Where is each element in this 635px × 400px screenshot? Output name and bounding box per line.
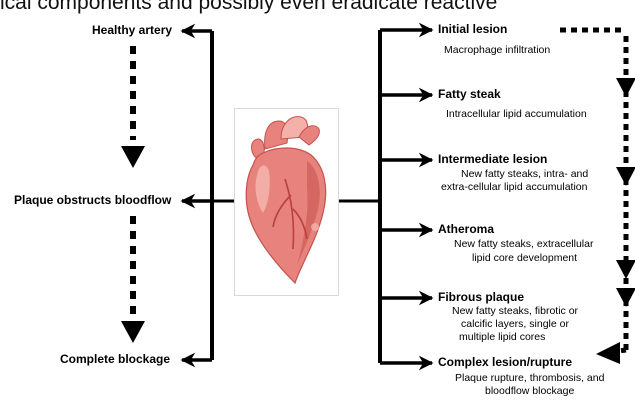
label-plaque-obstructs: Plaque obstructs bloodflow bbox=[14, 193, 172, 207]
stage-5-desc-line-1: New fatty steaks, fibrotic or bbox=[452, 305, 579, 317]
dashed-arrowhead-r2 bbox=[616, 167, 635, 186]
left-dashed-arrows bbox=[121, 46, 145, 343]
stage-3-desc-line-2: extra-cellular lipid accumulation bbox=[441, 181, 588, 193]
stage-5-desc-line-3: multiple lipid cores bbox=[459, 331, 546, 343]
dashed-arrowhead-r3 bbox=[616, 260, 635, 279]
dashed-arrowhead-r1 bbox=[616, 78, 635, 97]
dashed-arrowhead-r4 bbox=[616, 288, 635, 307]
stage-4-title: Atheroma bbox=[438, 222, 495, 236]
label-complete-blockage: Complete blockage bbox=[60, 352, 171, 366]
dashed-arrowhead-1 bbox=[121, 146, 145, 168]
stage-6-title: Complex lesion/rupture bbox=[438, 355, 573, 369]
stage-6-desc-line-1: Plaque rupture, thrombosis, and bbox=[455, 372, 605, 384]
right-dashed-arrows bbox=[560, 27, 635, 364]
stage-5-title: Fibrous plaque bbox=[438, 290, 525, 304]
stage-3-title: Intermediate lesion bbox=[438, 152, 548, 166]
left-bracket bbox=[180, 23, 214, 368]
stage-1-desc-line-1: Macrophage infiltration bbox=[444, 44, 551, 56]
heart-icon bbox=[245, 116, 327, 285]
stage-3-desc-line-1: New fatty steaks, intra- and bbox=[461, 168, 589, 180]
stage-5-desc-line-2: calcific layers, single or bbox=[461, 318, 569, 330]
stage-2-title: Fatty steak bbox=[438, 87, 501, 101]
label-healthy-artery: Healthy artery bbox=[92, 23, 173, 37]
stage-1-title: Initial lesion bbox=[438, 22, 508, 36]
heart-illustration-frame bbox=[234, 108, 339, 296]
stage-4-desc-line-1: New fatty steaks, extracellular bbox=[454, 238, 594, 250]
header-text-fragment: ical components and possibly even eradic… bbox=[0, 0, 498, 14]
right-bracket bbox=[378, 22, 434, 371]
stage-4-desc-line-2: lipid core development bbox=[472, 252, 578, 264]
stage-6-desc-line-2: bloodflow blockage bbox=[485, 385, 575, 397]
dashed-arrowhead-2 bbox=[121, 321, 145, 343]
dashed-arrowhead-r5 bbox=[596, 342, 620, 364]
stage-2-desc-line-1: Intracellular lipid accumulation bbox=[446, 108, 587, 120]
